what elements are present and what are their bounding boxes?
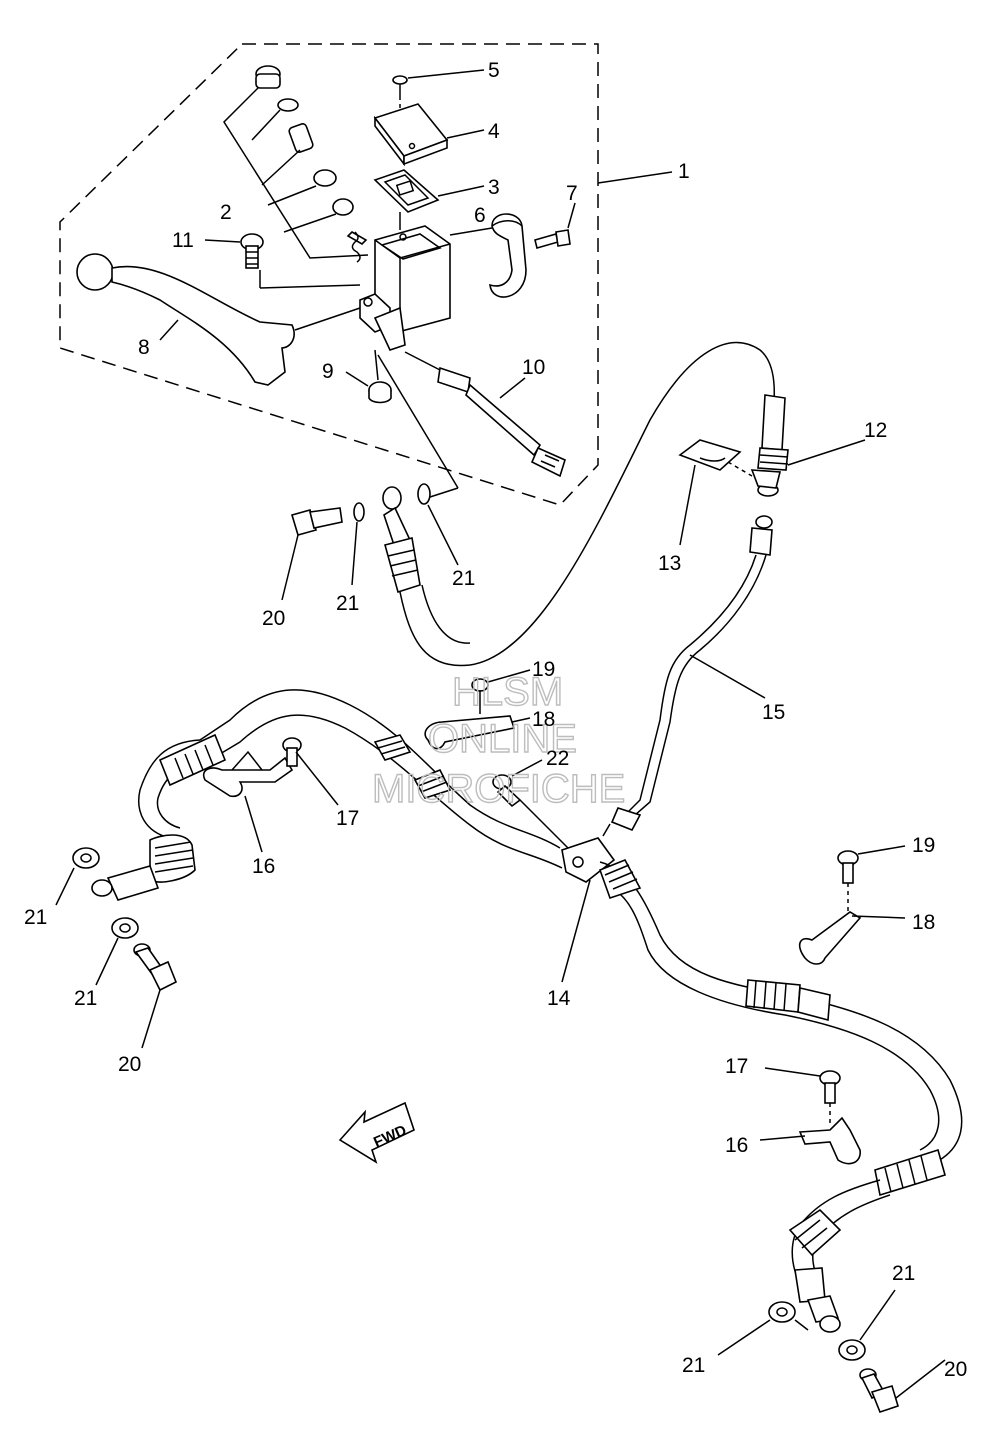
hose-joint: [750, 394, 866, 497]
callout-labels: 1 2 3 4 5 6 7 8 9 10 11 12 13 14 15 16 1…: [24, 59, 967, 1381]
diaphragm: [373, 169, 485, 213]
upper-union-bolt: [281, 507, 343, 601]
callout-19-right: 19: [912, 834, 935, 857]
callout-10: 10: [522, 356, 545, 379]
callout-20-lower-right: 20: [944, 1358, 967, 1381]
lower-left-union-bolt: [133, 943, 178, 1049]
right-hose-guide: [798, 845, 906, 965]
holder-bolt: [534, 202, 576, 249]
callout-15: 15: [762, 701, 785, 724]
lower-left-washer-a: [55, 847, 100, 906]
callout-21-upper-a: 21: [336, 592, 359, 615]
right-front-brake-hose: [598, 858, 963, 1333]
callout-4: 4: [488, 120, 500, 143]
watermark: HLSM ONLINE MICROFICHE: [371, 669, 626, 811]
callout-17-right: 17: [725, 1055, 748, 1078]
reservoir-cap-screw: [392, 69, 485, 96]
callout-21-left-b: 21: [74, 987, 97, 1010]
reservoir-cap: [373, 96, 485, 167]
callout-20-lower-left: 20: [118, 1053, 141, 1076]
upper-brake-hose: [399, 341, 775, 667]
right-clamp-bolt: [764, 1067, 841, 1125]
middle-hose-guide: [424, 669, 531, 750]
callout-16-left: 16: [252, 855, 275, 878]
upper-washers: [351, 354, 459, 586]
callout-19-middle: 19: [532, 658, 555, 681]
leader-1: [597, 171, 673, 184]
watermark-line1: HLSM: [452, 670, 563, 714]
left-hose-clamp: [203, 750, 294, 853]
joint-bolt: [492, 759, 569, 849]
callout-21-right-a: 21: [892, 1262, 915, 1285]
lower-right-washer-a: [717, 1301, 796, 1356]
upper-hose-fitting: [382, 486, 421, 594]
brake-lever: [76, 253, 361, 386]
callout-21-upper-b: 21: [452, 567, 475, 590]
callout-1: 1: [678, 160, 690, 183]
watermark-line2: ONLINE: [428, 717, 577, 761]
callout-21-left-a: 21: [24, 906, 47, 929]
callout-17-left: 17: [336, 807, 359, 830]
callout-14: 14: [547, 987, 571, 1010]
forward-arrow: FWD: [338, 1101, 415, 1164]
piston-kit-parts: [223, 65, 369, 263]
item2-bracket: [223, 87, 369, 259]
watermark-line3: MICROFICHE: [372, 767, 625, 811]
callout-18-middle: 18: [532, 708, 555, 731]
callout-5: 5: [488, 59, 500, 82]
left-front-brake-hose: [91, 689, 563, 901]
lower-right-union-bolt: [859, 1359, 946, 1413]
left-clamp-bolt: [282, 737, 339, 806]
callout-22: 22: [546, 747, 569, 770]
callout-16-right: 16: [725, 1134, 748, 1157]
brake-light-switch: [404, 351, 566, 478]
callout-12: 12: [864, 419, 887, 442]
callout-8: 8: [138, 336, 150, 359]
lower-right-washer-b: [838, 1289, 896, 1361]
callout-3: 3: [488, 176, 500, 199]
callout-13: 13: [658, 552, 681, 575]
lever-pivot-bolt: [204, 233, 361, 289]
callout-9: 9: [322, 360, 334, 383]
callout-18-right: 18: [912, 911, 935, 934]
callout-11: 11: [172, 229, 194, 252]
callout-6: 6: [474, 204, 486, 227]
right-hose-clamp: [759, 1116, 861, 1165]
handlebar-holder: [449, 213, 527, 298]
assembly-boundary: [59, 43, 599, 506]
brake-pipe: [602, 515, 773, 837]
pivot-nut: [345, 349, 392, 404]
lower-left-washer-b: [95, 917, 139, 986]
brake-hose-joint: [561, 837, 616, 983]
callout-20-upper: 20: [262, 607, 285, 630]
callout-21-right-b: 21: [682, 1354, 705, 1377]
hose-clip: [678, 439, 753, 546]
master-cylinder-body: [359, 212, 451, 351]
callout-7: 7: [566, 182, 578, 205]
callout-2: 2: [220, 201, 232, 224]
